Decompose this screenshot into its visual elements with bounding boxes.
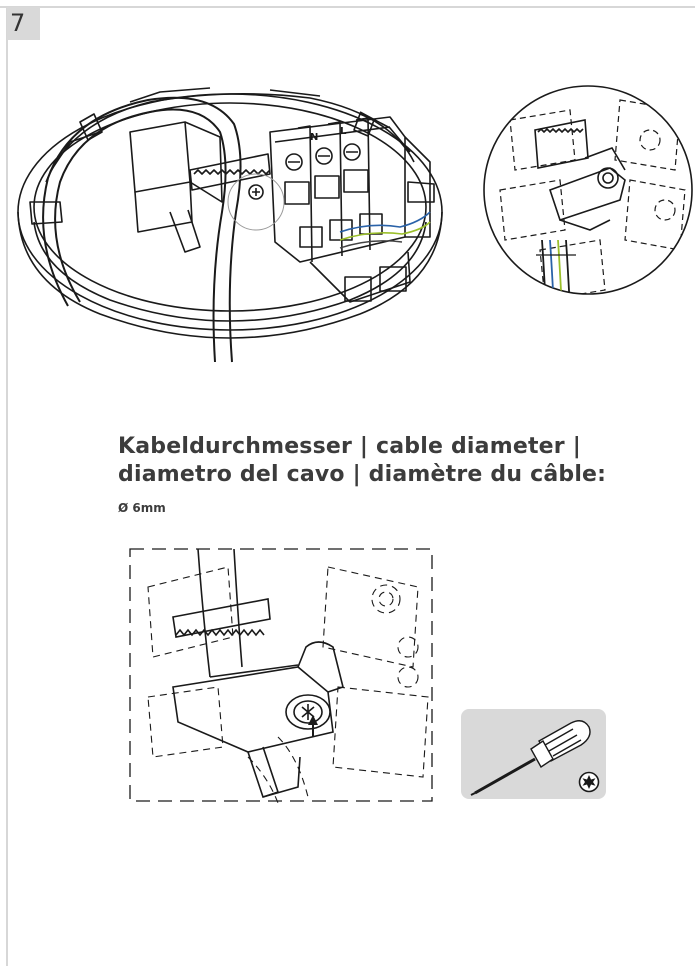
svg-text:L: L bbox=[340, 126, 347, 137]
cable-diameter-heading: Kabeldurchmesser | cable diameter | diam… bbox=[118, 434, 607, 487]
screwdriver-icon bbox=[470, 720, 591, 796]
cable-clamp-screw-icon bbox=[129, 548, 433, 804]
step-number-badge: 7 bbox=[7, 7, 40, 40]
cable-clamp-detail-icon bbox=[483, 85, 693, 295]
page-frame-top bbox=[0, 6, 695, 8]
ceiling-mount-base-with-terminal-block-icon: N L bbox=[17, 87, 443, 363]
page-frame-left bbox=[6, 6, 8, 966]
screwdriver-tool-card bbox=[461, 709, 606, 799]
svg-text:N: N bbox=[310, 132, 318, 143]
torx-star-icon bbox=[578, 771, 600, 793]
cable-diameter-value: Ø 6mm bbox=[118, 501, 166, 515]
